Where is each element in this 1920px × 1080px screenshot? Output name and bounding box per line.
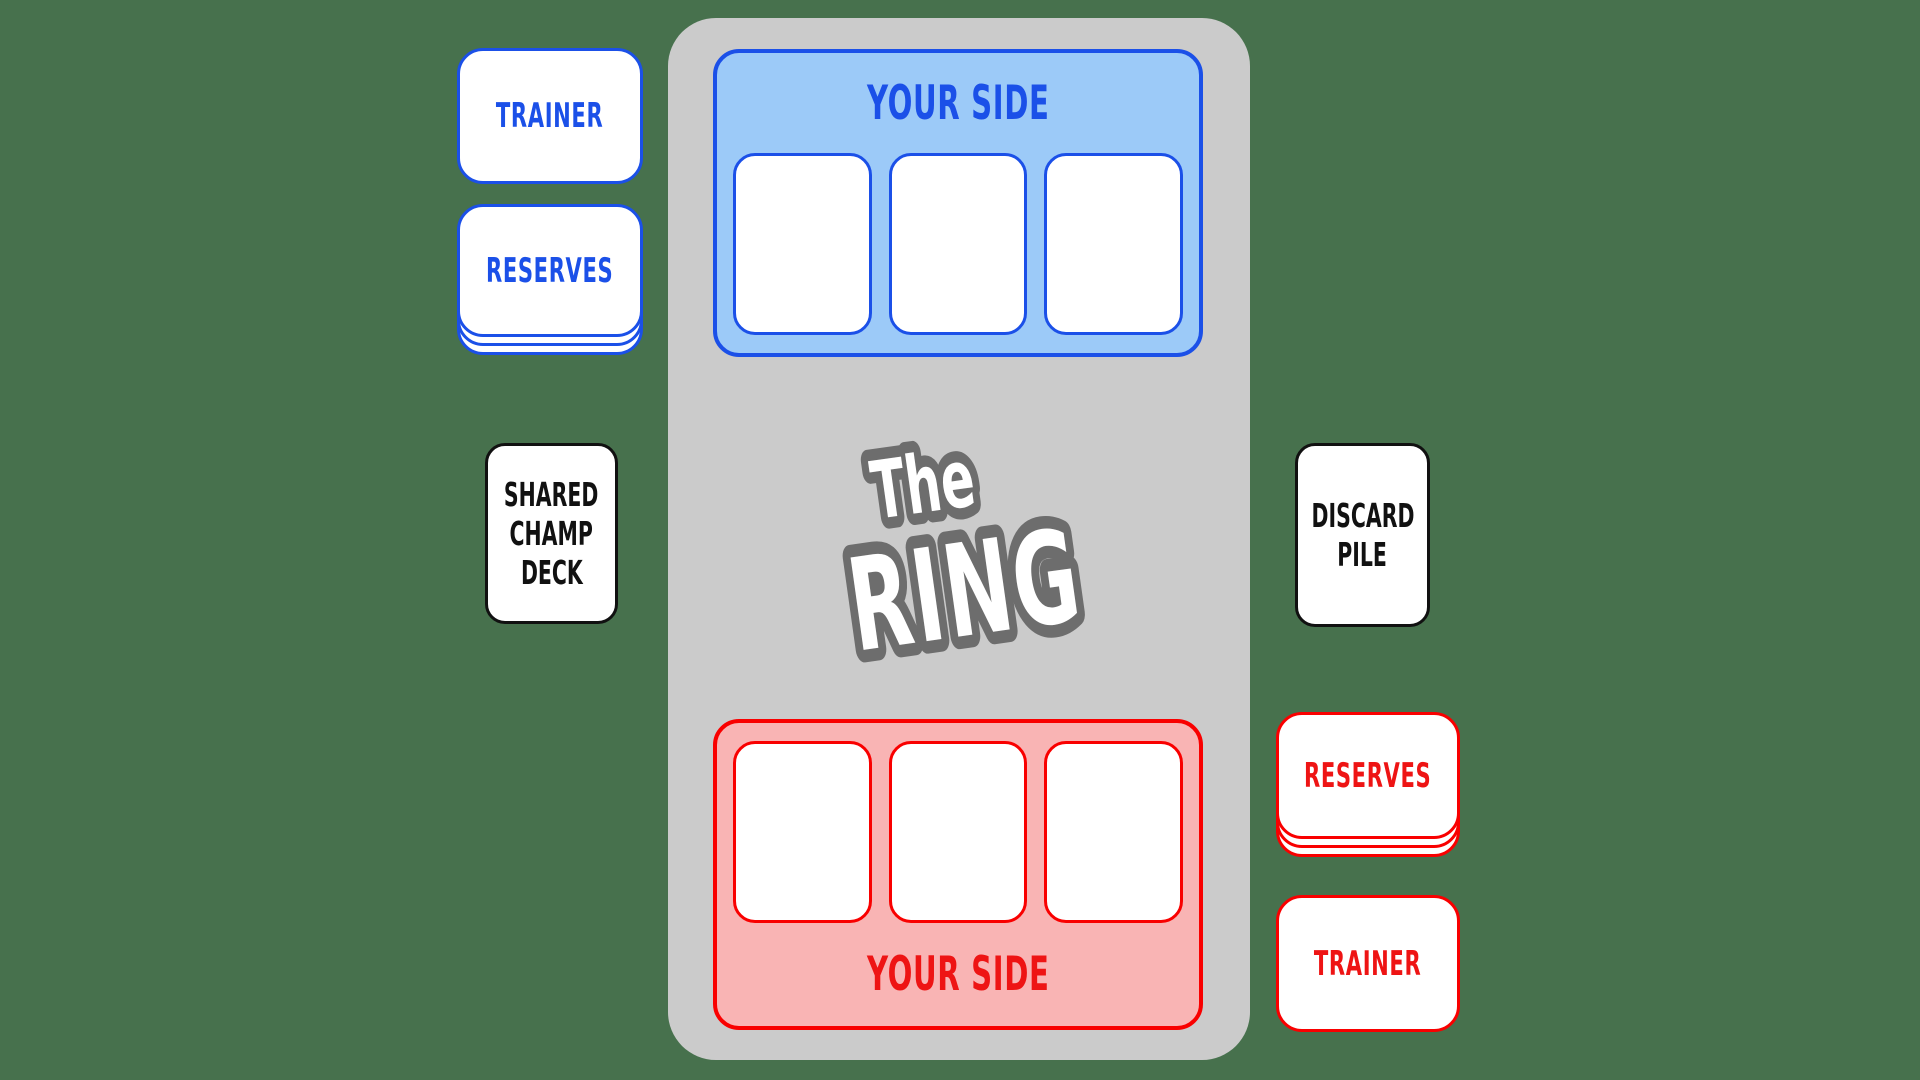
- opponent-card-slot-1[interactable]: [733, 153, 872, 335]
- discard-pile[interactable]: DISCARD PILE: [1295, 443, 1430, 627]
- the-ring-logo: The RING: [832, 423, 1099, 690]
- player-card-slot-3[interactable]: [1044, 741, 1184, 923]
- player-side-title: YOUR SIDE: [866, 947, 1050, 1002]
- shared-champ-deck-label: SHARED CHAMP DECK: [504, 475, 599, 592]
- reserves-stack-card-top[interactable]: RESERVES: [1276, 712, 1460, 839]
- shared-champ-deck-pile[interactable]: SHARED CHAMP DECK: [485, 443, 618, 624]
- player-card-slot-1[interactable]: [733, 741, 872, 923]
- ring-board: YOUR SIDE The RING: [668, 18, 1250, 1060]
- logo-line1-text: The: [866, 431, 981, 538]
- player-trainer-pile[interactable]: TRAINER: [1276, 895, 1460, 1032]
- opponent-card-slots: [733, 153, 1184, 335]
- player-card-slot-2[interactable]: [888, 741, 1028, 923]
- player-reserves-pile[interactable]: RESERVES: [1276, 712, 1460, 857]
- opponent-side-panel: YOUR SIDE: [713, 49, 1203, 357]
- reserves-stack-card-top[interactable]: RESERVES: [457, 204, 643, 337]
- opponent-card-slot-3[interactable]: [1044, 153, 1184, 335]
- opponent-card-slot-2[interactable]: [888, 153, 1028, 335]
- logo-line2-text: RING: [840, 502, 1091, 682]
- opponent-trainer-pile[interactable]: TRAINER: [457, 48, 643, 184]
- discard-pile-label: DISCARD PILE: [1311, 496, 1414, 574]
- player-side-panel: YOUR SIDE: [713, 719, 1203, 1030]
- opponent-side-title: YOUR SIDE: [866, 75, 1050, 131]
- opponent-reserves-pile[interactable]: RESERVES: [457, 204, 643, 355]
- player-card-slots: [733, 741, 1184, 923]
